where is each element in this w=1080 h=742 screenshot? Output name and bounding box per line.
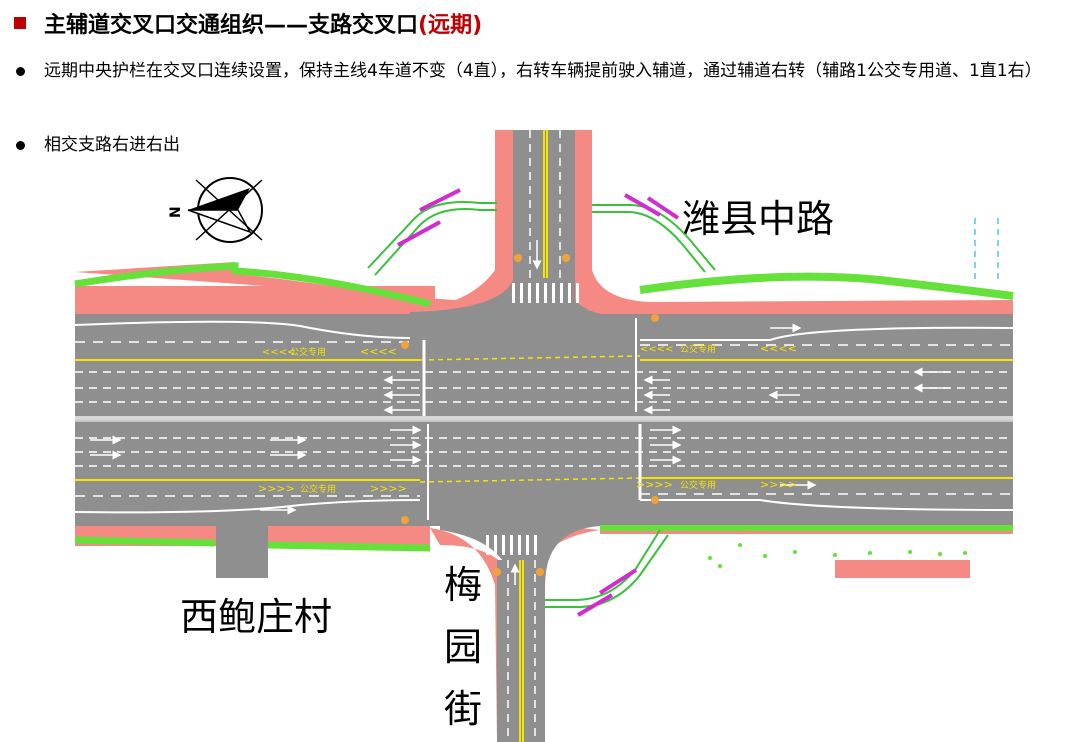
guardrail-barriers <box>397 188 680 617</box>
bullet-text: 远期中央护栏在交叉口连续设置，保持主线4车道不变（4直），右转车辆提前驶入辅道，… <box>44 61 1042 81</box>
svg-text:<<<<: <<<< <box>262 347 296 358</box>
branch-road-markings <box>507 130 561 742</box>
label-meiyuan-street-3: 街 <box>444 687 482 731</box>
svg-text:<<<<: <<<< <box>640 344 674 355</box>
compass-letter: N <box>168 206 184 218</box>
label-meiyuan-street-1: 梅 <box>444 563 482 607</box>
svg-text:>>>>: >>>> <box>760 478 797 491</box>
svg-text:>>>>: >>>> <box>258 482 295 495</box>
greenbelts <box>74 262 1014 568</box>
label-meiyuan-street-2: 园 <box>444 625 482 669</box>
title-bullet-square <box>14 17 26 29</box>
svg-text:<<<<: <<<< <box>360 345 397 358</box>
bullet-dot <box>16 141 25 150</box>
lane-markings <box>75 318 1013 520</box>
bus-lane-text-lower-left: 公交专用 <box>300 483 336 495</box>
cyan-dashes <box>974 218 999 280</box>
bus-lane-text-upper-left: 公交专用 <box>290 346 326 358</box>
label-weixian-road: 潍县中路 <box>682 197 834 241</box>
title-main-text: 主辅道交叉口交通组织——支路交叉口 <box>44 13 419 38</box>
bus-lane-markings: <<<< 公交专用 <<<< <<<< 公交专用 <<<< >>>> 公交专用 … <box>258 342 797 495</box>
bullet-item-branch-road: 相交支路右进右出 <box>16 130 416 162</box>
crosswalks <box>486 283 579 555</box>
compass-north-arrow: N <box>168 177 263 243</box>
svg-text:>>>>: >>>> <box>370 482 407 495</box>
bullet-dot <box>16 67 25 76</box>
svg-text:<<<<: <<<< <box>760 342 797 355</box>
bus-lane-text-upper-right: 公交专用 <box>680 343 716 355</box>
bus-lane-text-lower-right: 公交专用 <box>680 479 716 491</box>
bullet-text: 相交支路右进右出 <box>44 135 180 155</box>
lane-arrows <box>90 323 950 515</box>
traffic-signals <box>401 254 659 576</box>
page-title: 主辅道交叉口交通组织——支路交叉口 (远期) <box>14 8 482 38</box>
bullet-item-far-term: 远期中央护栏在交叉口连续设置，保持主线4车道不变（4直），右转车辆提前驶入辅道，… <box>16 56 1076 120</box>
svg-text:>>>>: >>>> <box>636 478 673 491</box>
label-xibaozhuang-village: 西鲍庄村 <box>180 595 332 639</box>
title-sub-text: (远期) <box>418 13 483 38</box>
